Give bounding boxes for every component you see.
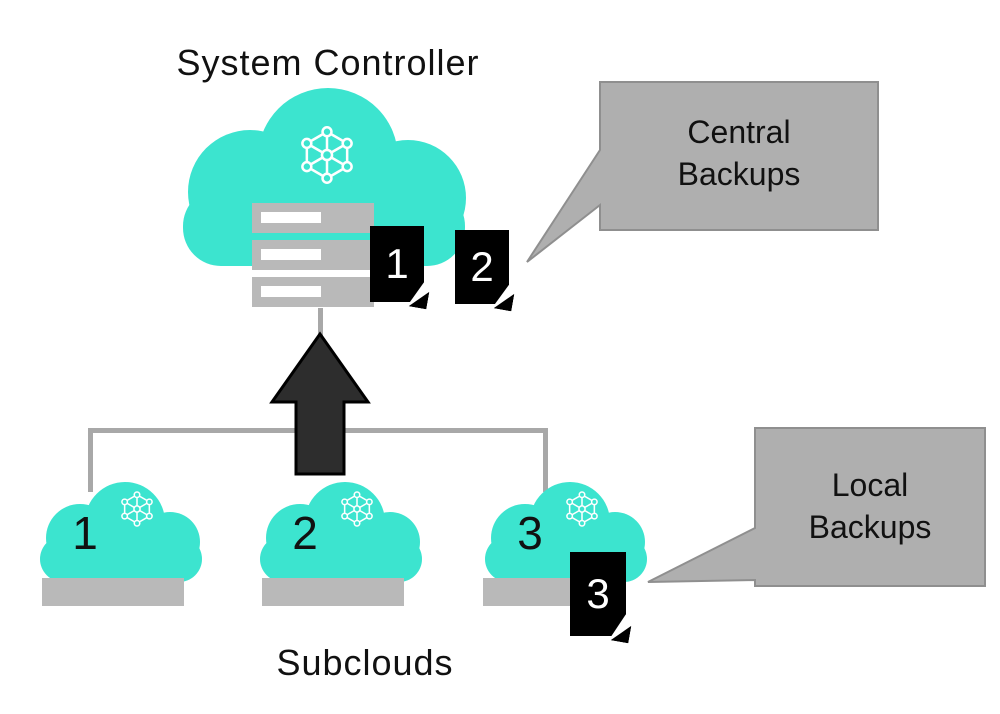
server-slot <box>261 249 321 260</box>
server-bar <box>252 240 374 270</box>
subcloud-2-number: 2 <box>292 507 318 559</box>
system-controller-title: System Controller <box>176 42 480 83</box>
subcloud-2-server <box>262 578 404 606</box>
local-backups-label: Local Backups <box>808 467 932 545</box>
subcloud-2-cloud <box>260 482 422 582</box>
server-slot <box>42 578 98 589</box>
backup-document-2: 2 <box>455 230 509 304</box>
up-arrow <box>269 331 371 476</box>
connector-vertical-left <box>88 428 93 492</box>
subcloud-3-cloud <box>485 482 647 582</box>
local-backups-callout <box>647 427 986 587</box>
server-stack <box>252 203 374 314</box>
server-bar <box>252 203 374 233</box>
network-icon <box>566 491 598 527</box>
server-slot <box>262 578 318 589</box>
backup-document-2-number: 2 <box>455 230 509 304</box>
central-backups-label: Central Backups <box>677 114 801 192</box>
network-icon <box>301 126 353 184</box>
server-slot <box>261 212 321 223</box>
subclouds-label: Subclouds <box>276 642 454 683</box>
backup-document-3: 3 <box>570 552 626 636</box>
connector-vertical-right <box>543 428 548 492</box>
backup-document-3-number: 3 <box>570 552 626 636</box>
network-icon <box>341 491 373 527</box>
subcloud-1-cloud <box>40 482 202 582</box>
subcloud-1-server <box>42 578 184 606</box>
server-slot <box>483 578 539 589</box>
server-slot <box>261 286 321 297</box>
central-backups-callout <box>526 81 879 263</box>
backup-document-1-number: 1 <box>370 226 424 302</box>
subcloud-3: 3 <box>475 478 655 593</box>
network-icon <box>121 491 153 527</box>
backup-document-1: 1 <box>370 226 424 302</box>
server-bar <box>252 277 374 307</box>
subcloud-2: 2 <box>250 478 430 593</box>
subcloud-1: 1 <box>30 478 210 593</box>
subcloud-3-number: 3 <box>517 507 543 559</box>
subcloud-1-number: 1 <box>72 507 98 559</box>
